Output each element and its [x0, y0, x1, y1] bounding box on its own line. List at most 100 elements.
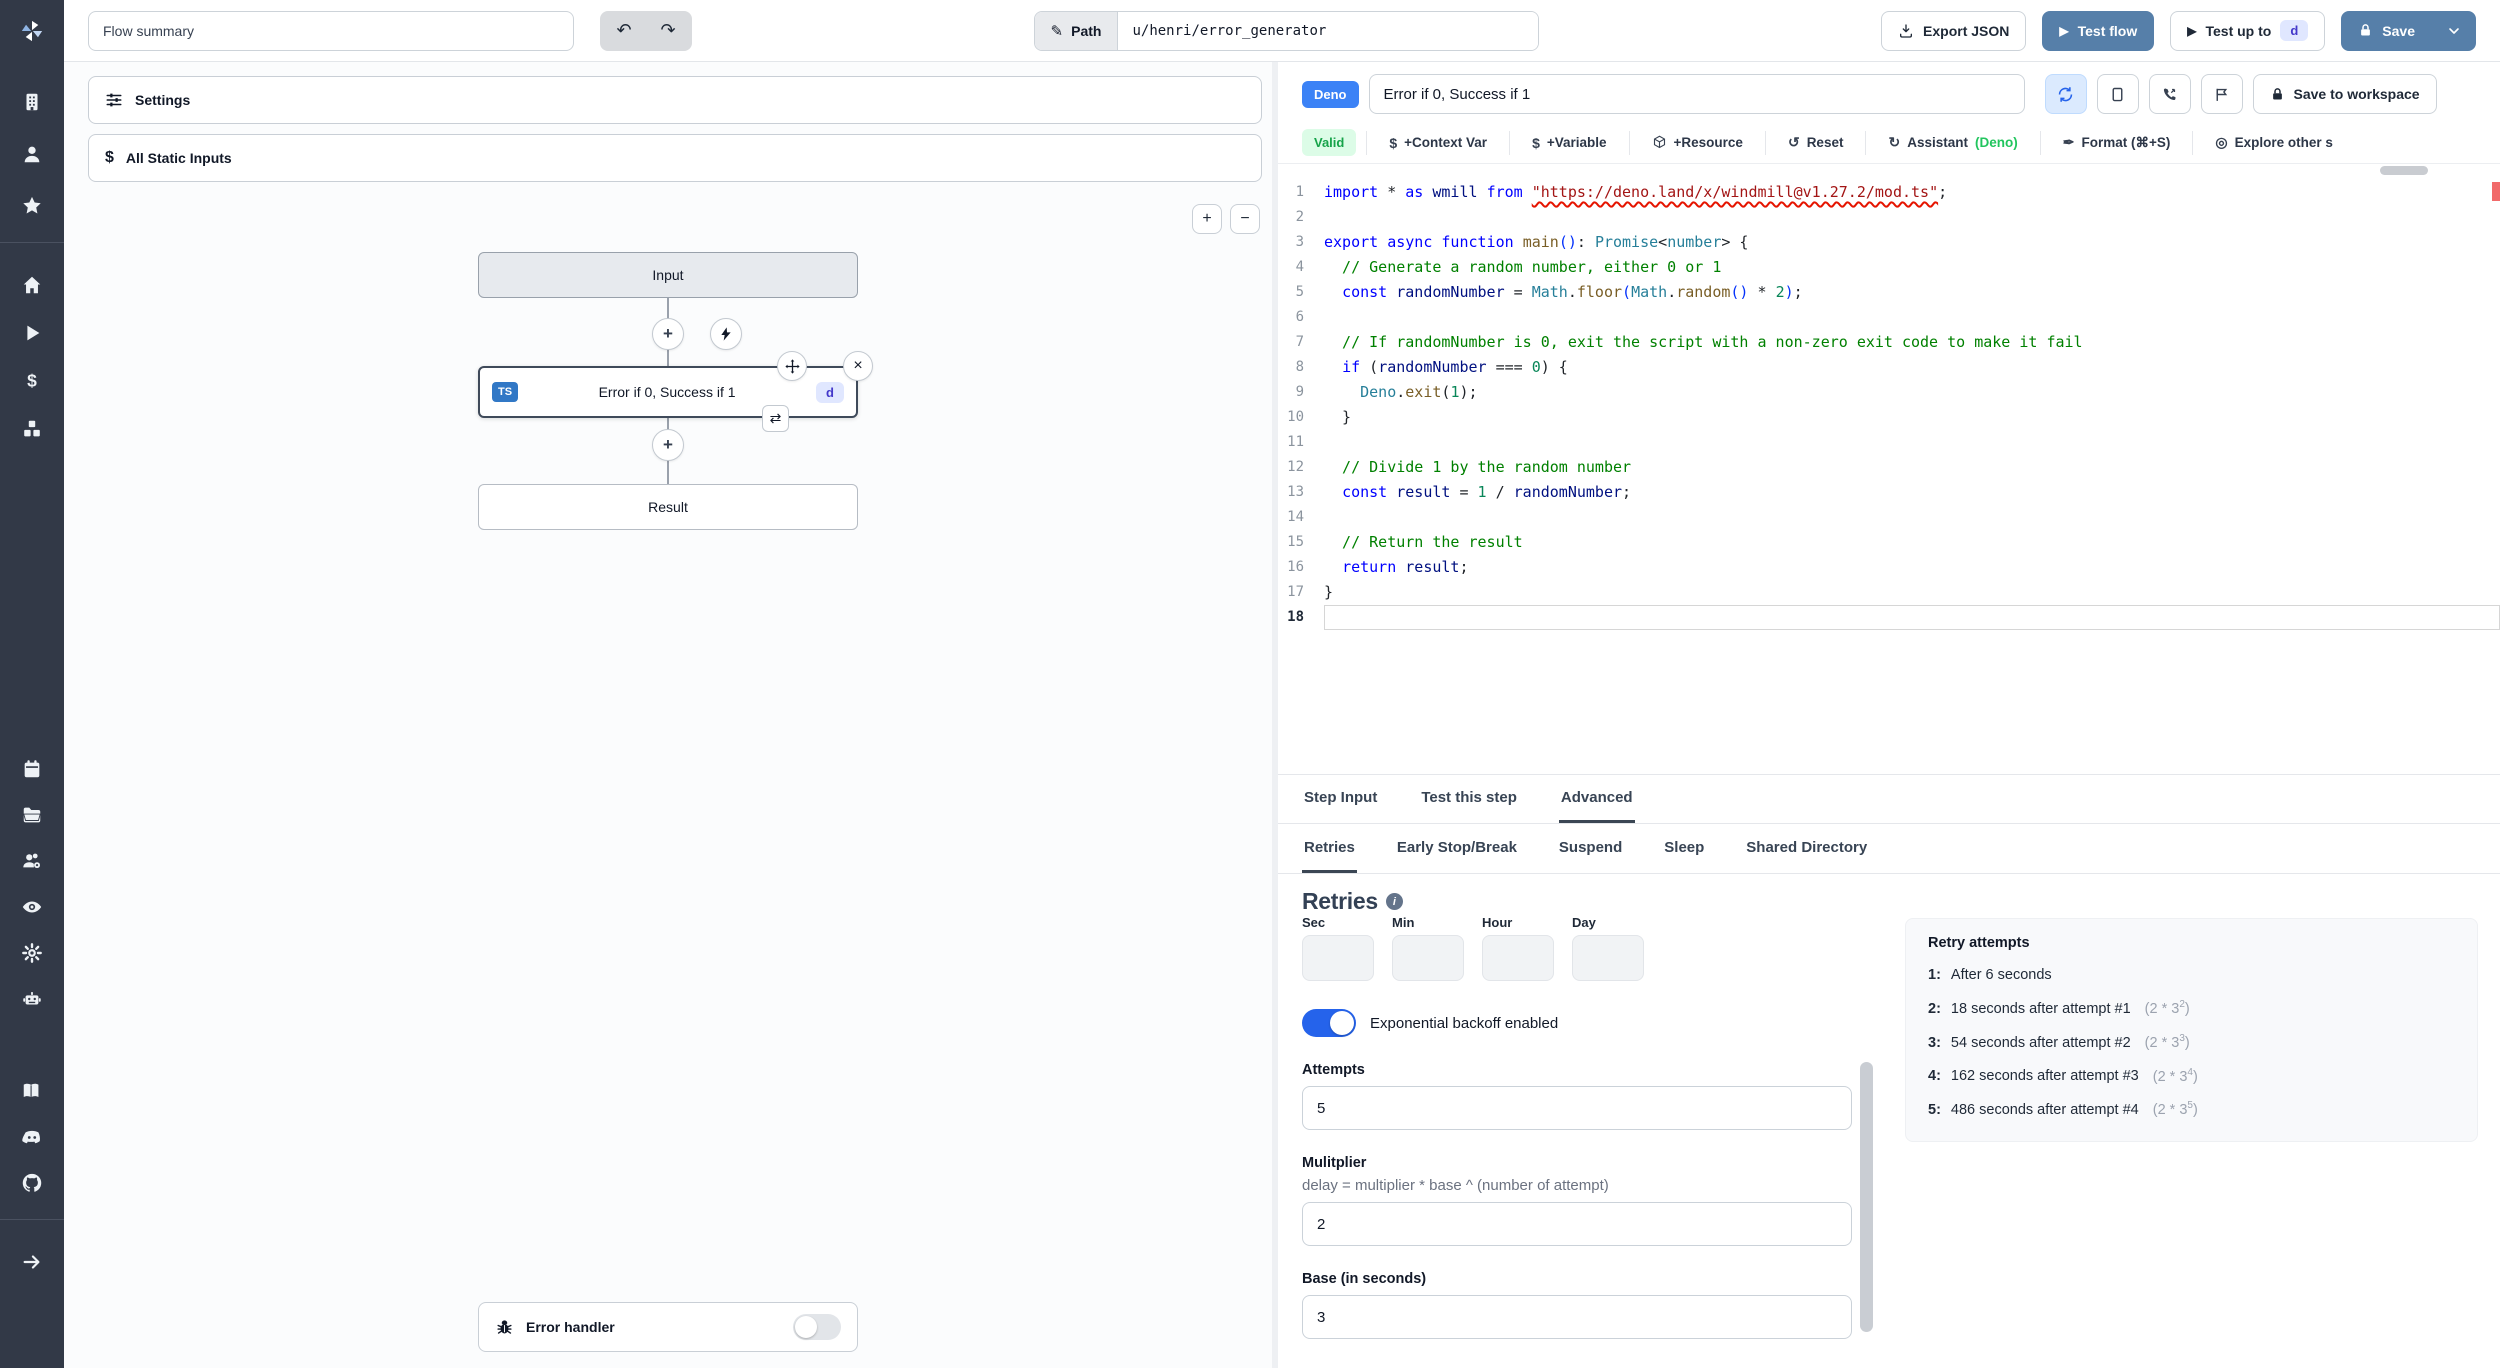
add-step-button[interactable]: + — [652, 318, 684, 350]
flow-summary-input[interactable] — [88, 10, 574, 51]
code-line[interactable]: 16 return result; — [1278, 555, 2500, 580]
eye-icon[interactable] — [12, 887, 52, 927]
users-cog-icon[interactable] — [12, 841, 52, 881]
call-button[interactable] — [2148, 74, 2191, 114]
multiplier-input[interactable] — [1302, 1202, 1852, 1246]
code-line[interactable]: 6 — [1278, 305, 2500, 330]
home-icon[interactable] — [12, 265, 52, 305]
exponential-backoff-toggle[interactable] — [1302, 1009, 1356, 1037]
code-line[interactable]: 15 // Return the result — [1278, 530, 2500, 555]
code-line[interactable]: 7 // If randomNumber is 0, exit the scri… — [1278, 330, 2500, 355]
save-button[interactable]: Save — [2341, 10, 2432, 51]
user-icon[interactable] — [12, 134, 52, 174]
toolbar-format-s[interactable]: ✒Format (⌘+S) — [2039, 130, 2193, 155]
subtab-sleep[interactable]: Sleep — [1662, 824, 1706, 873]
flow-canvas[interactable]: Settings $ All Static Inputs + − Input +… — [64, 62, 1272, 1368]
retry-badge-icon[interactable]: ⇄ — [762, 405, 789, 432]
error-handler-toggle[interactable] — [793, 1314, 841, 1340]
flag-button[interactable] — [2200, 74, 2243, 114]
arrow-right-icon[interactable] — [12, 1242, 52, 1282]
attempts-input[interactable] — [1302, 1086, 1852, 1130]
step-title-input[interactable] — [1368, 74, 2025, 114]
code-line[interactable]: 8 if (randomNumber === 0) { — [1278, 355, 2500, 380]
subtab-early-stop-break[interactable]: Early Stop/Break — [1395, 824, 1519, 873]
code-line[interactable]: 11 — [1278, 430, 2500, 455]
tab-advanced[interactable]: Advanced — [1558, 775, 1635, 823]
zoom-out-button[interactable]: − — [1230, 204, 1260, 234]
toolbar-reset[interactable]: ↺Reset — [1764, 130, 1866, 155]
folder-icon[interactable] — [12, 795, 52, 835]
delete-step-button[interactable]: × — [843, 351, 873, 381]
gear-icon[interactable] — [12, 933, 52, 973]
toolbar-context-var[interactable]: $+Context Var — [1366, 130, 1509, 155]
sync-step-button[interactable] — [2044, 74, 2087, 114]
sidebar-groups: $ — [0, 62, 64, 1368]
flow-node-result[interactable]: Result — [478, 484, 858, 530]
code-line[interactable]: 18 — [1278, 605, 2500, 630]
content-scrollbar[interactable] — [1860, 1062, 1873, 1332]
field-label: Hour — [1482, 915, 1513, 930]
undo-button[interactable]: ↶ — [602, 13, 646, 49]
code-line[interactable]: 13 const result = 1 / randomNumber; — [1278, 480, 2500, 505]
building-icon[interactable] — [12, 82, 52, 122]
toolbar-variable[interactable]: $+Variable — [1509, 130, 1628, 155]
book-icon[interactable] — [12, 1071, 52, 1111]
play-icon[interactable] — [12, 313, 52, 353]
test-up-to-button[interactable]: ▶ Test up to d — [2170, 10, 2326, 51]
code-line[interactable]: 9 Deno.exit(1); — [1278, 380, 2500, 405]
zoom-in-button[interactable]: + — [1192, 204, 1222, 234]
layout-panel-button[interactable] — [2096, 74, 2139, 114]
star-icon[interactable] — [12, 186, 52, 226]
code-line[interactable]: 12 // Divide 1 by the random number — [1278, 455, 2500, 480]
validity-badge: Valid — [1302, 129, 1357, 156]
info-icon[interactable]: i — [1385, 893, 1403, 910]
move-step-button[interactable] — [777, 351, 807, 381]
day-input[interactable] — [1572, 935, 1644, 981]
tab-test-this-step[interactable]: Test this step — [1419, 775, 1519, 823]
hour-input[interactable] — [1482, 935, 1554, 981]
subtab-shared-directory[interactable]: Shared Directory — [1744, 824, 1869, 873]
subtab-suspend[interactable]: Suspend — [1557, 824, 1624, 873]
flow-settings-button[interactable]: Settings — [88, 76, 1262, 124]
panel-resize-gutter[interactable] — [1272, 62, 1278, 1368]
code-line[interactable]: 14 — [1278, 505, 2500, 530]
code-line[interactable]: 2 — [1278, 205, 2500, 230]
sec-input[interactable] — [1302, 935, 1374, 981]
retry-sec-field: Sec — [1302, 915, 1374, 981]
cubes-icon[interactable] — [12, 409, 52, 449]
code-line[interactable]: 5 const randomNumber = Math.floor(Math.r… — [1278, 280, 2500, 305]
flow-node-input[interactable]: Input — [478, 252, 858, 298]
robot-icon[interactable] — [12, 979, 52, 1019]
all-static-inputs-button[interactable]: $ All Static Inputs — [88, 134, 1262, 182]
toolbar-resource[interactable]: +Resource — [1628, 130, 1765, 155]
edit-path-button[interactable]: ✎ Path — [1034, 11, 1119, 50]
calendar-icon[interactable] — [12, 749, 52, 789]
save-dropdown-button[interactable] — [2431, 10, 2476, 51]
test-flow-button[interactable]: ▶ Test flow — [2042, 10, 2155, 51]
windmill-logo-icon[interactable] — [0, 0, 64, 62]
save-to-workspace-label: Save to workspace — [2293, 86, 2420, 102]
discord-icon[interactable] — [12, 1117, 52, 1157]
min-input[interactable] — [1392, 935, 1464, 981]
toolbar-assistant[interactable]: ↻Assistant(Deno) — [1865, 130, 2039, 155]
subtab-retries[interactable]: Retries — [1302, 824, 1357, 873]
code-line[interactable]: 4 // Generate a random number, either 0 … — [1278, 255, 2500, 280]
dollar-icon[interactable]: $ — [12, 361, 52, 401]
save-to-workspace-button[interactable]: Save to workspace — [2252, 74, 2437, 114]
code-line[interactable]: 17} — [1278, 580, 2500, 605]
path-input[interactable] — [1118, 11, 1539, 50]
editor-scrollbar[interactable] — [2380, 166, 2428, 175]
base-input[interactable] — [1302, 1295, 1852, 1339]
error-handler-row[interactable]: Error handler — [478, 1302, 858, 1352]
add-step-button[interactable]: + — [652, 429, 684, 461]
code-line[interactable]: 10 } — [1278, 405, 2500, 430]
trigger-bolt-button[interactable] — [710, 318, 742, 350]
github-icon[interactable] — [12, 1163, 52, 1203]
tab-step-input[interactable]: Step Input — [1302, 775, 1379, 823]
export-json-button[interactable]: Export JSON — [1881, 10, 2027, 51]
redo-button[interactable]: ↷ — [646, 13, 690, 49]
toolbar-explore-other-s[interactable]: ◎Explore other s — [2192, 130, 2355, 155]
